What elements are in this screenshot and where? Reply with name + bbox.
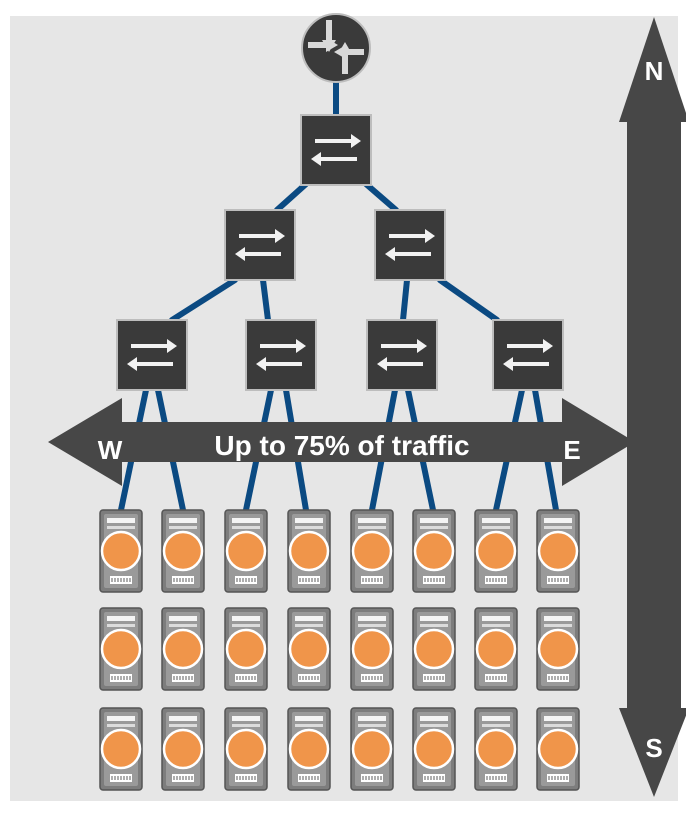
server-icon [473,706,519,792]
east-label: E [563,435,580,465]
aggregation-switch-right-icon [373,208,447,282]
aggregation-switch-left-icon [223,208,297,282]
server-icon [411,508,457,594]
server-icon [160,508,206,594]
router-icon [301,13,371,83]
server-icon [98,706,144,792]
server-icon [535,706,581,792]
server-icon [535,508,581,594]
server-icon [286,606,332,692]
server-icon [223,508,269,594]
server-icon [98,508,144,594]
server-icon [98,606,144,692]
link-agg-right-access-4 [437,277,500,323]
core-switch-icon [299,113,373,187]
server-icon [411,706,457,792]
server-icon [349,706,395,792]
server-icon [535,606,581,692]
server-icon [223,706,269,792]
north-south-arrow: N S [619,17,686,797]
link-core-agg-left [274,181,309,213]
server-icon [473,508,519,594]
server-icon [160,706,206,792]
link-agg-left-access-2 [260,277,271,323]
server-icon [286,706,332,792]
link-core-agg-right [363,181,399,213]
access-switch-2-icon [244,318,318,392]
server-icon [411,606,457,692]
server-icon [473,606,519,692]
traffic-label: Up to 75% of traffic [214,430,469,461]
access-switch-4-icon [491,318,565,392]
access-switch-3-icon [365,318,439,392]
west-label: W [98,435,123,465]
north-label: N [645,56,664,86]
server-icon [349,606,395,692]
server-icon [349,508,395,594]
server-icon [286,508,332,594]
server-icon [223,606,269,692]
server-icon [160,606,206,692]
link-agg-left-access-1 [169,277,238,323]
link-agg-right-access-3 [400,277,410,323]
south-label: S [645,733,662,763]
east-west-arrow: W Up to 75% of traffic E [48,398,635,486]
access-switch-1-icon [115,318,189,392]
